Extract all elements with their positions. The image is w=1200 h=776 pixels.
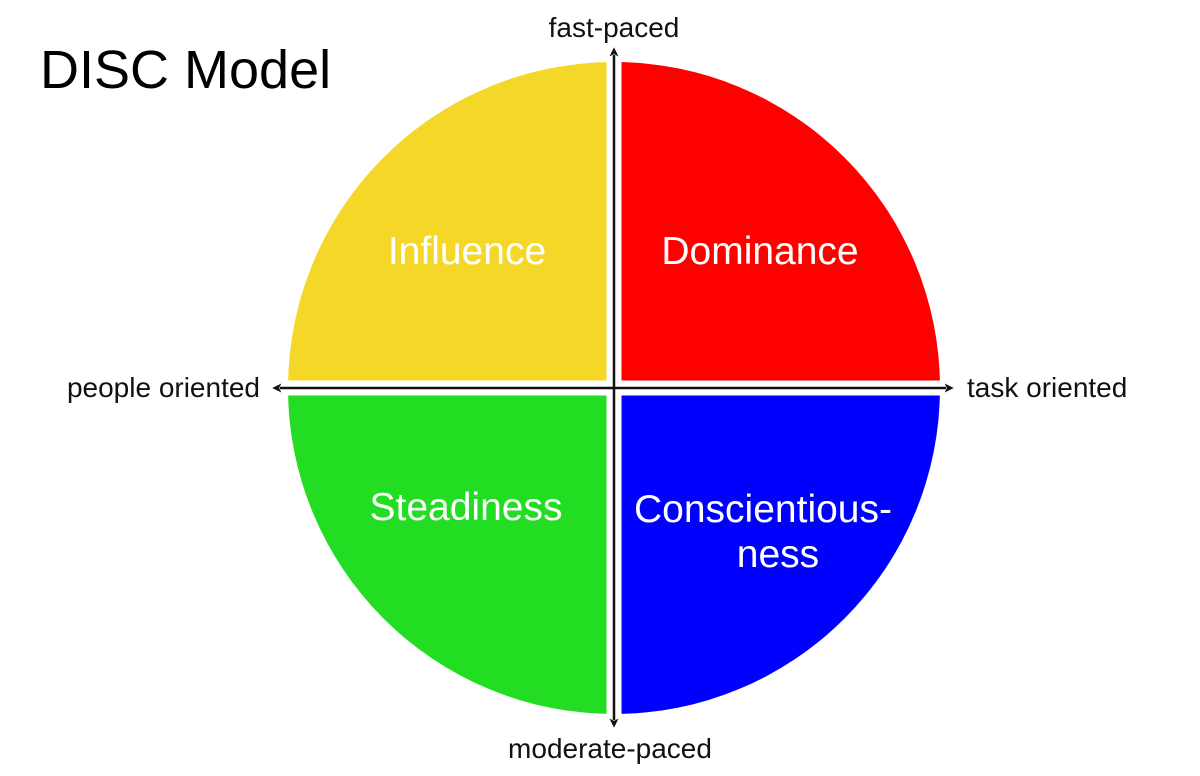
quadrant-label-influence: Influence — [388, 230, 546, 273]
quadrant-label-conscientiousness-line1: Conscientious- — [634, 488, 892, 531]
quadrant-dominance — [614, 62, 940, 388]
quadrant-label-dominance: Dominance — [661, 230, 858, 273]
quadrant-influence — [288, 62, 614, 388]
quadrant-conscientiousness — [614, 388, 940, 714]
page-title: DISC Model — [40, 40, 331, 100]
axis-label-left: people oriented — [67, 372, 260, 403]
axis-label-bottom: moderate-paced — [508, 733, 712, 764]
quadrant-steadiness — [288, 388, 614, 714]
quadrant-label-conscientiousness-line2: ness — [737, 533, 819, 576]
quadrant-label-steadiness: Steadiness — [370, 486, 563, 529]
axis-label-top: fast-paced — [549, 12, 680, 43]
axis-label-right: task oriented — [967, 372, 1127, 403]
